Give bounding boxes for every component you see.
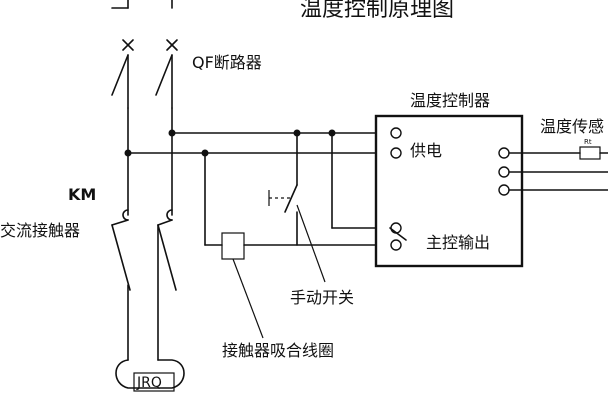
output-terminal-2 (390, 239, 402, 251)
sensor-terminal-1 (498, 147, 510, 159)
diagram-title: 温度控制原理图 (300, 0, 454, 22)
power-terminal-2 (390, 147, 402, 159)
sensor-terminal-2 (498, 166, 510, 178)
coil-leader-line (232, 258, 264, 339)
output-terminal-label: 主控输出 (426, 233, 490, 252)
power-terminal-1 (390, 127, 402, 139)
sensor-label: 温度传感 (540, 117, 604, 136)
coil-label: 接触器吸合线圈 (222, 341, 334, 360)
sensor-wires (508, 152, 608, 191)
junction-dot (168, 129, 176, 137)
output-contact (389, 227, 407, 241)
junction-dot (124, 149, 132, 157)
sensor-terminal-3 (498, 184, 510, 196)
switch-leader-line (296, 204, 326, 283)
manual-switch-symbol (268, 132, 298, 246)
control-bus (127, 132, 379, 154)
breaker-symbol (111, 7, 178, 96)
manual-switch-label: 手动开关 (290, 288, 354, 307)
heater-label: JRQ (136, 375, 162, 391)
sensor-resistor-label: Rt (584, 138, 592, 146)
sensor-resistor (579, 146, 601, 160)
contactor-symbol (111, 209, 177, 291)
phase-line-right (157, 0, 173, 361)
contactor-code: KM (68, 185, 96, 204)
breaker-label: QF断路器 (192, 53, 262, 72)
coil-branch (204, 152, 389, 246)
heater-box (133, 372, 175, 392)
controller-title: 温度控制器 (410, 91, 490, 110)
contactor-label: 交流接触器 (0, 221, 80, 240)
controller-box (374, 114, 524, 268)
heater-symbol (115, 359, 185, 389)
coil-symbol (221, 232, 245, 260)
power-terminal-label: 供电 (410, 141, 442, 160)
